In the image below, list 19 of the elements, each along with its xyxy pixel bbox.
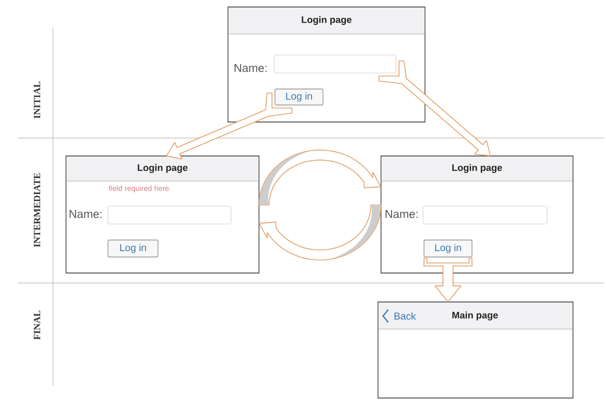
lane-label: INTERMEDIATE xyxy=(34,173,40,248)
field-label: Name: xyxy=(70,210,102,218)
field-label: Name: xyxy=(234,64,267,72)
block-arrow xyxy=(424,258,472,302)
block-arrow xyxy=(166,92,292,160)
title-bar: Login page xyxy=(228,7,425,35)
lane-label: INITIAL xyxy=(34,82,40,118)
input-field xyxy=(422,206,548,224)
block-arrow xyxy=(378,60,491,156)
login-button: Log in xyxy=(424,240,472,258)
input-field xyxy=(108,206,232,224)
input-field xyxy=(274,54,396,74)
back-link: Back xyxy=(394,312,416,320)
title-bar: Login page xyxy=(66,156,259,182)
login-button: Log in xyxy=(274,88,324,106)
login-button: Log in xyxy=(108,240,158,258)
field-label: Name: xyxy=(386,210,418,218)
title-bar: Login page xyxy=(381,156,573,182)
lane-label: FINAL xyxy=(34,310,40,340)
